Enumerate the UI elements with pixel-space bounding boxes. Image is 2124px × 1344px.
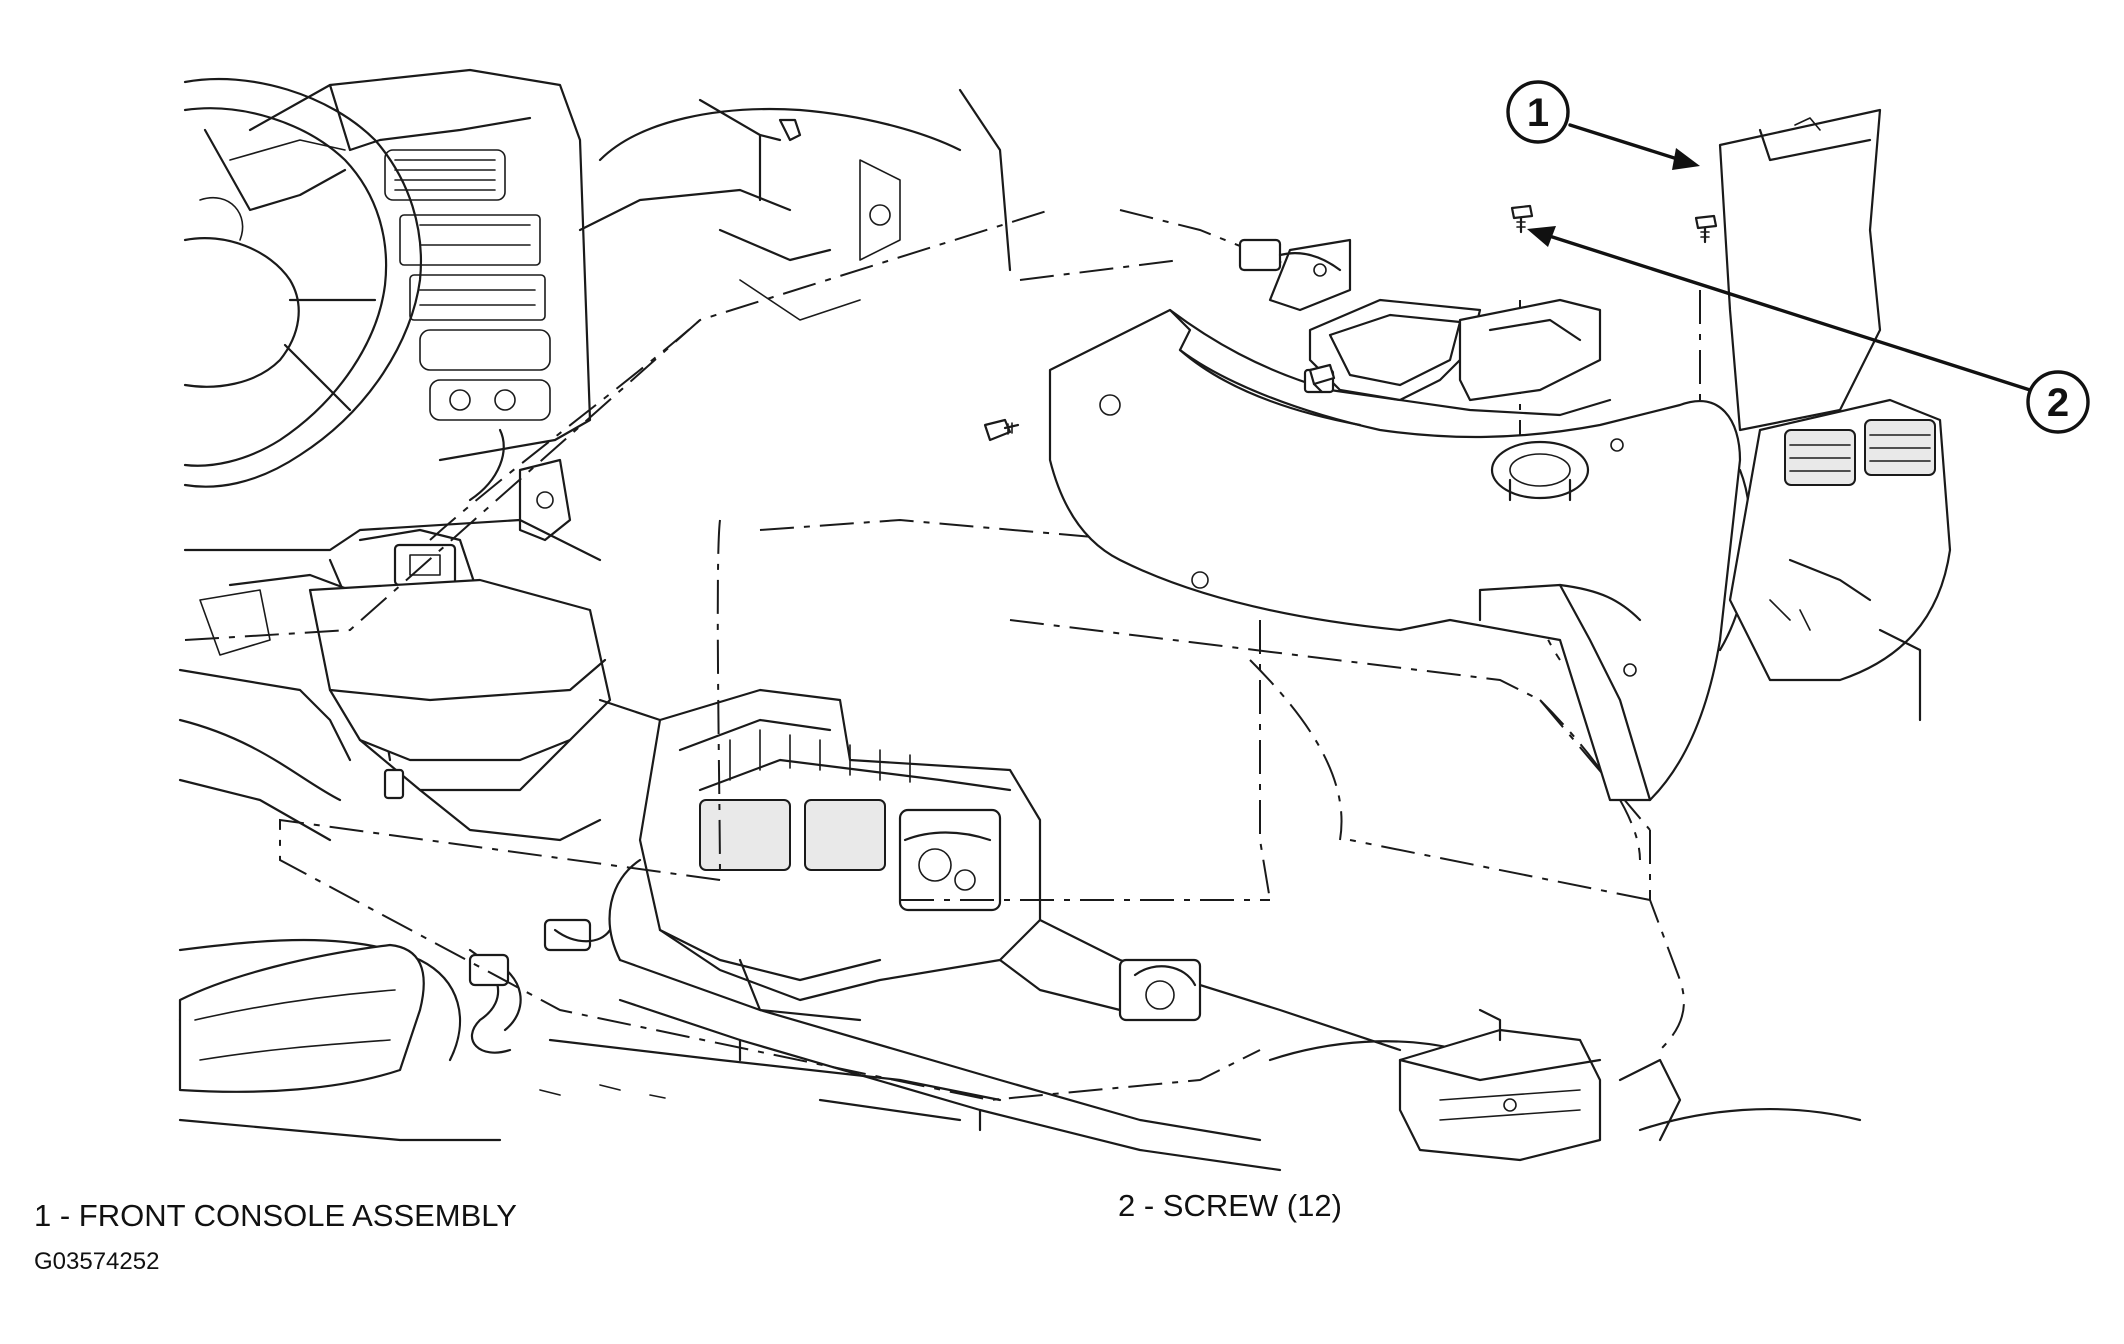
- rear-module: [1398, 1008, 1682, 1162]
- right-dash-panel: [1718, 108, 1952, 722]
- screw-upper-right: [1694, 214, 1718, 244]
- screw-left: [983, 418, 1020, 442]
- callout-2: 2: [2026, 370, 2090, 434]
- callout-2-leader: [1527, 226, 2032, 392]
- left-seat-cushion: [178, 943, 425, 1093]
- steering-wheel: [183, 78, 422, 488]
- callout-1: 1: [1506, 80, 1570, 144]
- front-console-assembly: [1048, 238, 1752, 802]
- callout-2-number: 2: [2047, 381, 2069, 425]
- callout-1-leader: [1568, 123, 1700, 170]
- tunnel-rail: [618, 918, 1402, 1172]
- screw-upper-left: [1510, 204, 1534, 234]
- screw-mid: [1308, 363, 1336, 394]
- instrument-panel: [229, 68, 592, 462]
- legend-item-front-console-assembly: 1 - FRONT CONSOLE ASSEMBLY: [34, 1198, 517, 1233]
- wiring-harness-left: [468, 918, 612, 1054]
- callout-1-number: 1: [1527, 91, 1549, 135]
- dashboard-right-contour: [578, 88, 1012, 321]
- console-lower-shell: [308, 578, 702, 842]
- legend-item-screw: 2 - SCREW (12): [1118, 1188, 1342, 1223]
- figure-id: G03574252: [34, 1248, 160, 1275]
- shifter-mechanism: [608, 688, 1042, 1022]
